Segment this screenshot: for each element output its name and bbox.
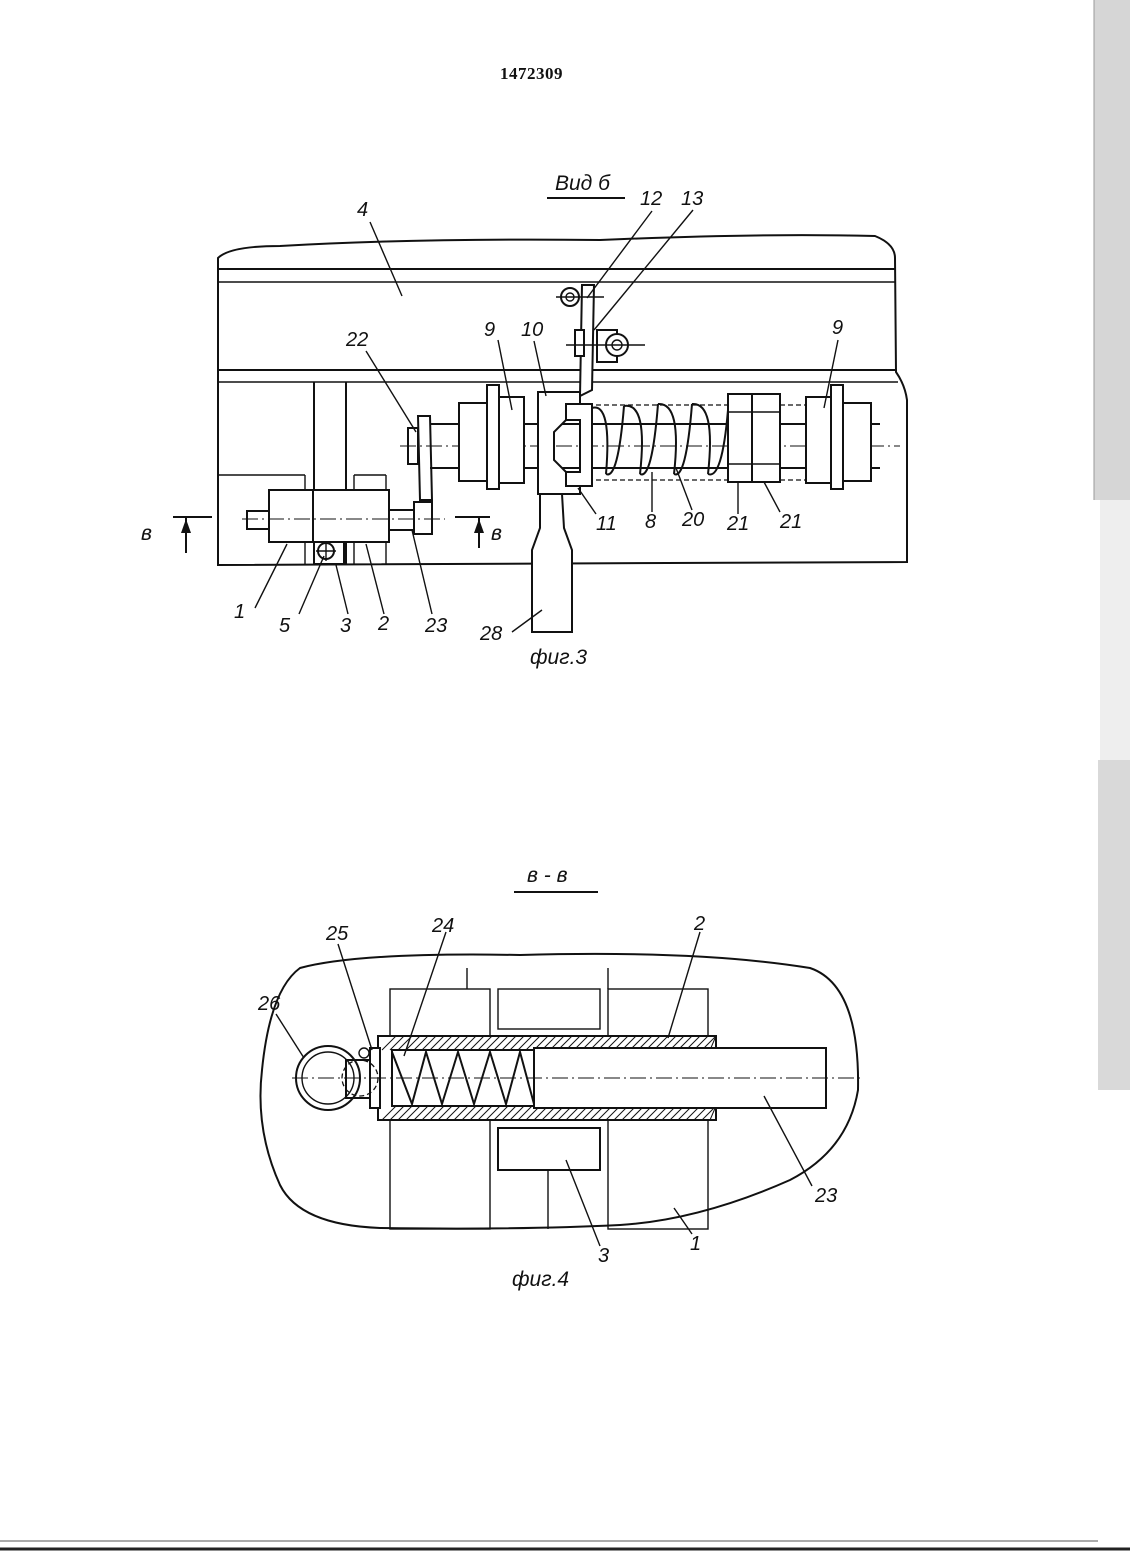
fig4-label-26: 26 — [257, 993, 281, 1015]
fig3-label-23: 23 — [424, 615, 447, 637]
rivet-top — [359, 1048, 369, 1058]
fig3-caption: фиг.3 — [530, 646, 587, 669]
fig3-label-3: 3 — [340, 615, 351, 637]
body-block-middle-top — [498, 989, 600, 1029]
rod-23 — [389, 510, 414, 530]
figure-4: в - в — [257, 864, 860, 1291]
handle-28 — [532, 494, 572, 632]
bearing-9-right-flange — [831, 385, 843, 489]
scan-edge-shading — [1094, 0, 1130, 1090]
fig4-label-2: 2 — [693, 913, 705, 935]
fig3-label-21-b: 21 — [779, 511, 802, 533]
fig3-label-20: 20 — [681, 509, 704, 531]
fig3-label-22: 22 — [345, 329, 368, 351]
section-arrow-left-head — [181, 519, 191, 533]
bearing-9-left-flange — [487, 385, 499, 489]
rod-end-block — [414, 502, 432, 534]
fig3-label-9-left: 9 — [484, 319, 495, 341]
fig4-label-1: 1 — [690, 1233, 701, 1255]
housing-2 — [313, 490, 389, 542]
fig3-label-28: 28 — [479, 623, 502, 645]
fig3-label-2: 2 — [377, 613, 389, 635]
bearing-9-right-hub — [806, 397, 831, 483]
patent-number: 1472309 — [500, 64, 563, 84]
spring-20 — [592, 404, 728, 475]
fig4-caption: фиг.4 — [512, 1268, 569, 1291]
fig3-label-21-a: 21 — [726, 513, 749, 535]
section-arrow-right-head — [474, 519, 484, 533]
housing-1 — [269, 490, 313, 542]
fig4-section-title: в - в — [527, 864, 568, 887]
section-mark-right: в — [491, 522, 502, 545]
pin-left-end — [247, 511, 269, 529]
fig3-label-5: 5 — [279, 615, 291, 637]
fig3-label-8: 8 — [645, 511, 656, 533]
lever-22 — [418, 416, 432, 500]
figure-3: Вид б — [141, 172, 907, 669]
section-mark-left: в — [141, 522, 152, 545]
fig3-label-11: 11 — [596, 513, 617, 535]
fig3-view-title: Вид б — [555, 172, 611, 195]
fig3-label-1: 1 — [234, 601, 245, 623]
clutch-half-11 — [566, 404, 592, 486]
stop-plate-13 — [575, 330, 584, 356]
fig4-label-25: 25 — [325, 923, 349, 945]
fig3-label-10: 10 — [521, 319, 543, 341]
bearing-9-left-body — [459, 403, 487, 481]
fig3-label-4: 4 — [357, 199, 368, 221]
block-3-section — [498, 1128, 600, 1170]
fig3-label-12: 12 — [640, 188, 662, 210]
fig3-label-9-right: 9 — [832, 317, 843, 339]
fig3-label-13: 13 — [681, 188, 703, 210]
fig4-label-23: 23 — [814, 1185, 837, 1207]
bearing-9-right-body — [843, 403, 871, 481]
fig4-label-3: 3 — [598, 1245, 609, 1267]
nut-21-a — [728, 394, 752, 482]
plunger-23 — [534, 1048, 826, 1108]
fig4-label-24: 24 — [431, 915, 454, 937]
nut-21-b — [752, 394, 780, 482]
